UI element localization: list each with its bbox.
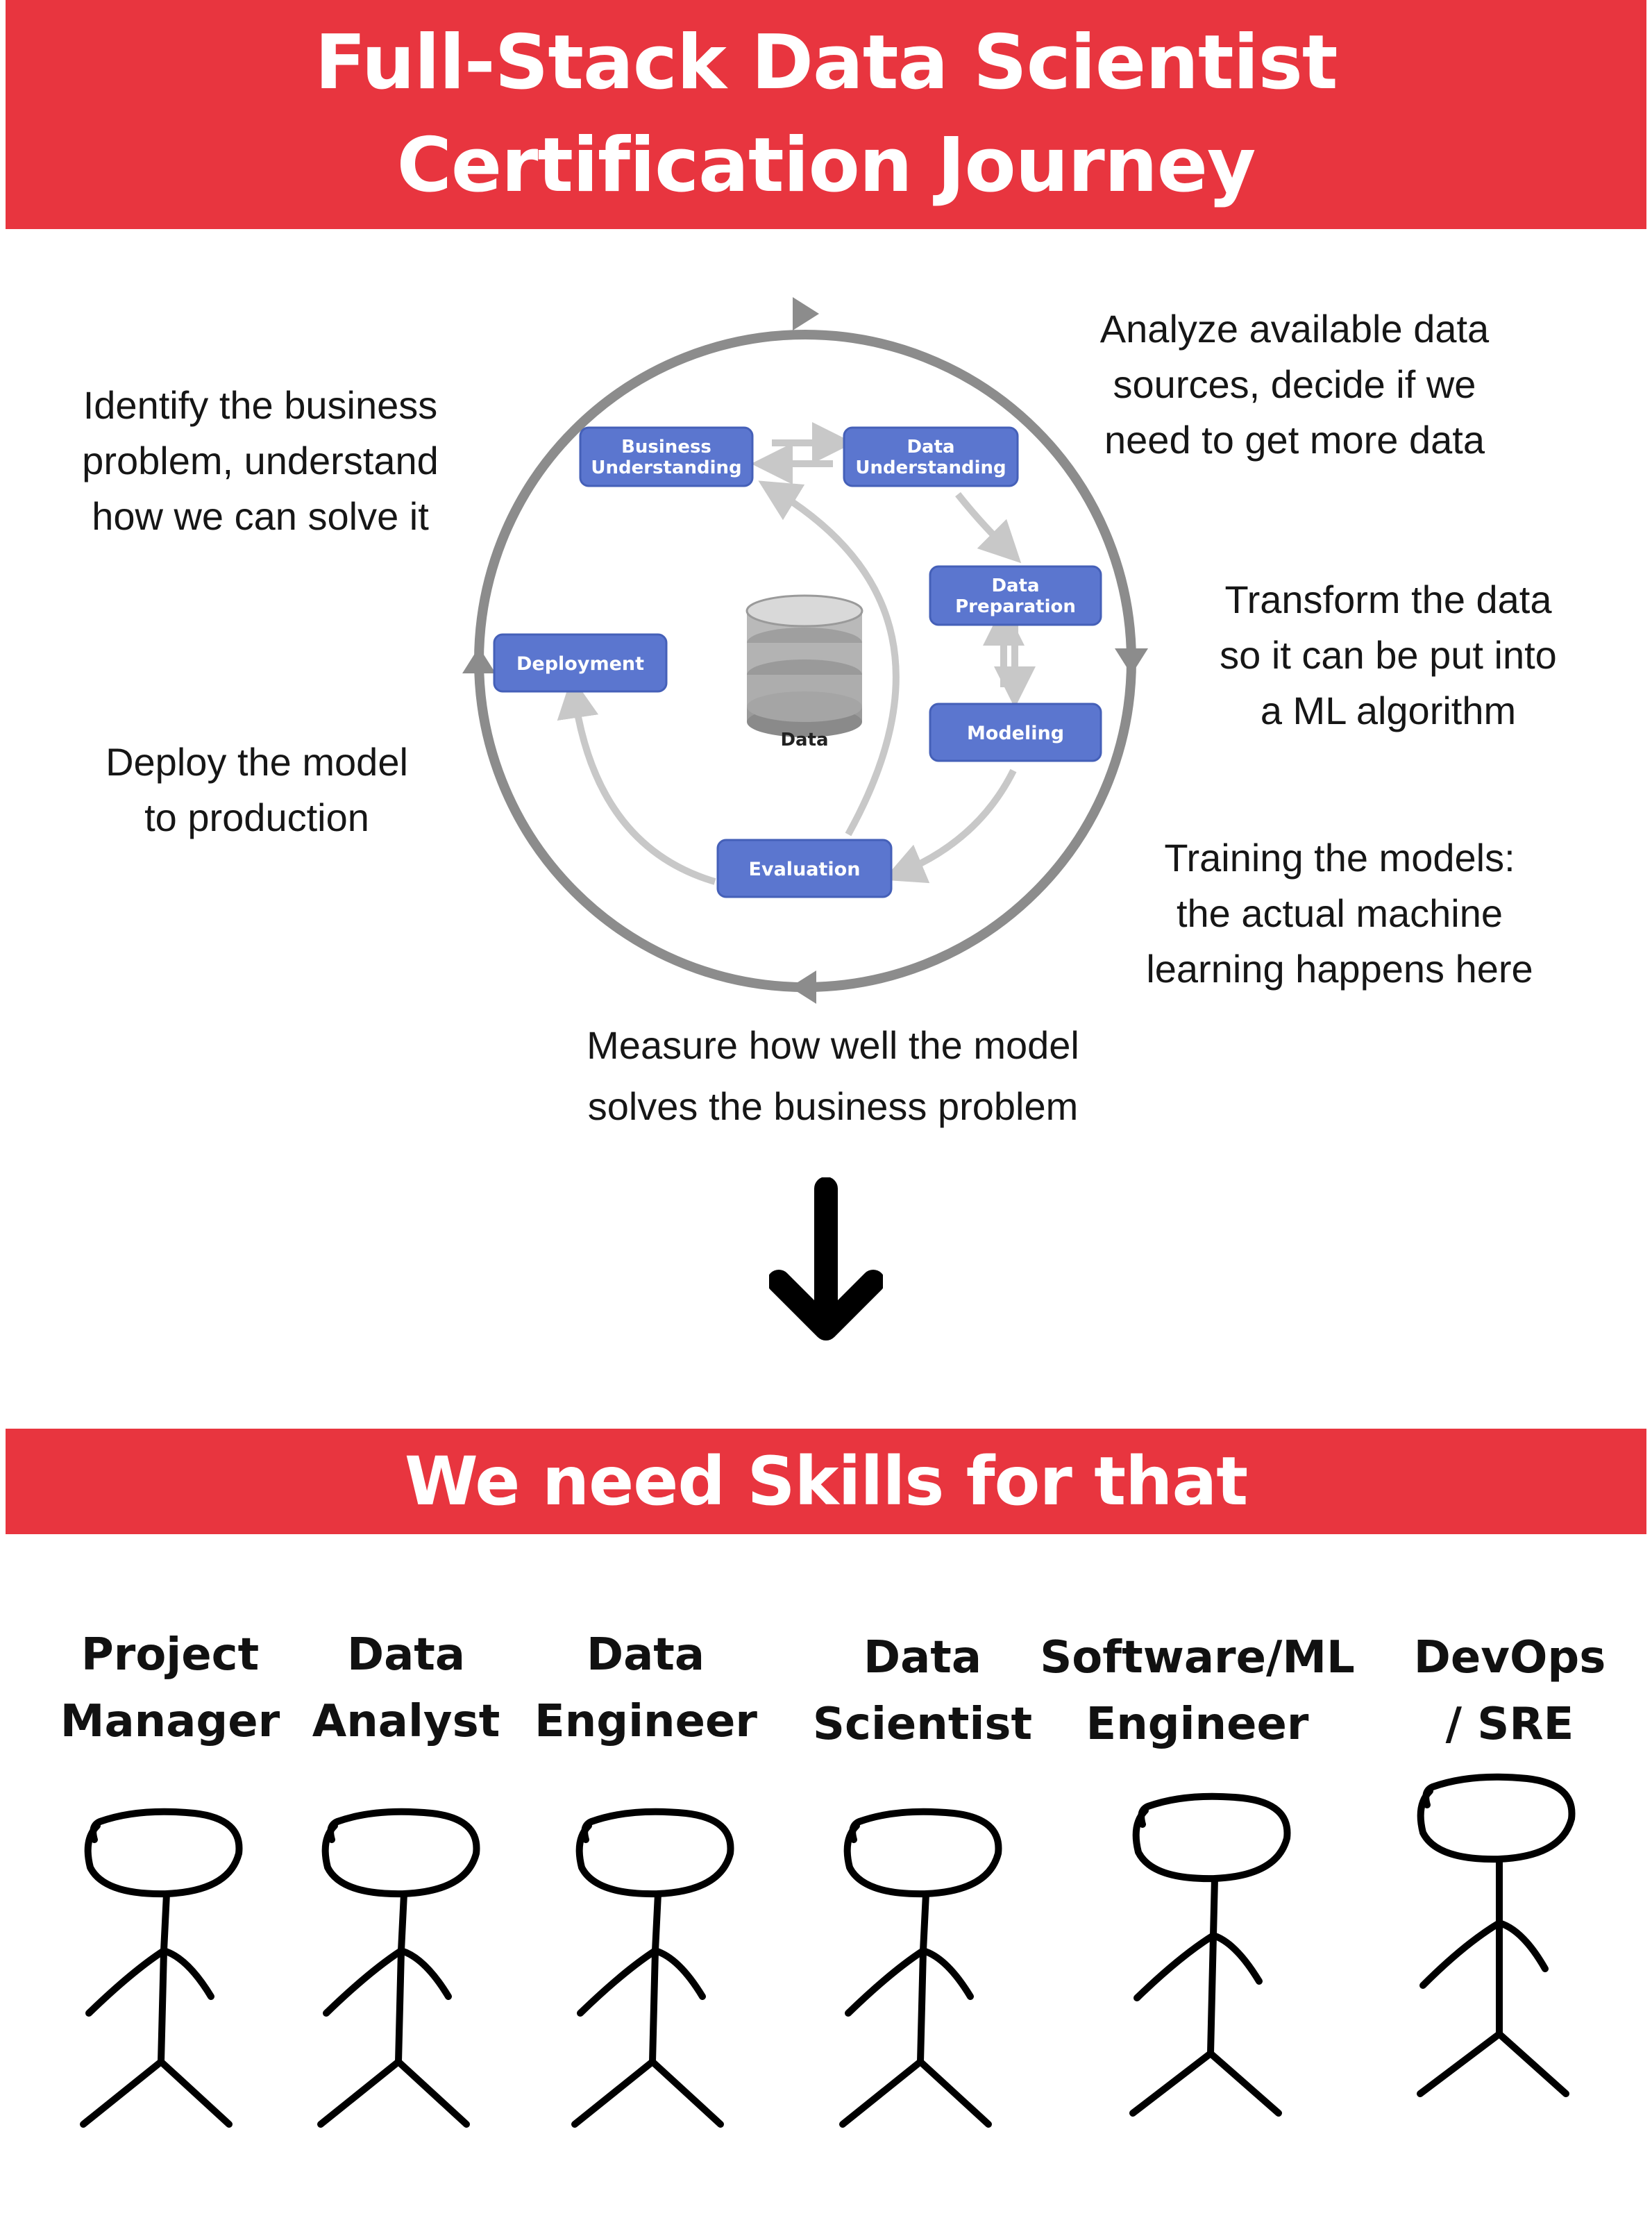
ring-arrowhead-right [1115, 648, 1148, 675]
arrow-modeling-to-evaluation [883, 768, 1017, 884]
annotation-deployment: Deploy the model to production [106, 740, 408, 839]
inner-arrows [557, 422, 1036, 885]
process-cycle-diagram: Business Understanding Data Understandin… [462, 297, 1148, 1004]
box-data-understanding: Data Understanding [843, 426, 1019, 487]
annotation-evaluation: Measure how well the model solves the bu… [587, 1023, 1079, 1128]
title-line-1: Full-Stack Data Scientist [314, 19, 1338, 106]
stick-figure-icon [1129, 1792, 1291, 2117]
role-data-scientist: Data Scientist [812, 1632, 1033, 1750]
box-deployment: Deployment [493, 633, 668, 693]
ring-arrowhead-bottom [790, 970, 816, 1004]
box-business-understanding: Business Understanding [579, 426, 754, 487]
down-arrow-icon [769, 1177, 883, 1341]
svg-text:Data: Data [991, 575, 1039, 596]
ring-arrowhead-left [462, 647, 496, 673]
title-line-2: Certification Journey [396, 122, 1256, 209]
svg-text:Data: Data [907, 437, 954, 457]
stick-figure-icon [839, 1808, 1002, 2128]
svg-text:Business: Business [621, 437, 711, 457]
role-devops-sre: DevOps / SRE [1413, 1632, 1606, 1750]
svg-text:Understanding: Understanding [591, 457, 741, 478]
svg-text:Understanding: Understanding [855, 457, 1006, 478]
arrow-du-to-prep [955, 491, 1022, 564]
stick-figure-icon [1417, 1773, 1576, 2097]
stick-figure-icon [80, 1808, 243, 2128]
annotation-modeling: Training the models: the actual machine … [1146, 836, 1533, 991]
skills-banner-text: We need Skills for that [404, 1443, 1248, 1520]
annotation-business-understanding: Identify the business problem, understan… [82, 383, 439, 538]
title-banner: Full-Stack Data Scientist Certification … [6, 0, 1646, 229]
role-data-engineer: Data Engineer [534, 1629, 757, 1747]
skills-banner: We need Skills for that [6, 1429, 1646, 1534]
box-data-preparation: Data Preparation [929, 565, 1102, 626]
box-modeling: Modeling [929, 703, 1102, 762]
role-data-analyst: Data Analyst [312, 1629, 500, 1747]
stick-figure-icon [317, 1808, 480, 2128]
database-label: Data [780, 730, 828, 750]
annotation-data-understanding: Analyze available data sources, decide i… [1099, 307, 1490, 462]
svg-text:Evaluation: Evaluation [749, 859, 861, 880]
database-icon [745, 594, 863, 737]
role-software-ml-engineer: Software/ML Engineer [1040, 1632, 1355, 1750]
role-project-manager: Project Manager [60, 1629, 280, 1747]
svg-text:Deployment: Deployment [516, 653, 644, 675]
ring-arrowhead-top [793, 297, 819, 330]
arrow-evaluation-to-deployment [557, 676, 716, 885]
annotation-data-preparation: Transform the data so it can be put into… [1220, 578, 1557, 732]
svg-text:Modeling: Modeling [967, 723, 1064, 744]
svg-text:Preparation: Preparation [955, 596, 1076, 617]
arrow-evaluation-to-business [758, 480, 900, 837]
box-evaluation: Evaluation [716, 839, 893, 898]
stick-figure-icon [571, 1808, 734, 2128]
